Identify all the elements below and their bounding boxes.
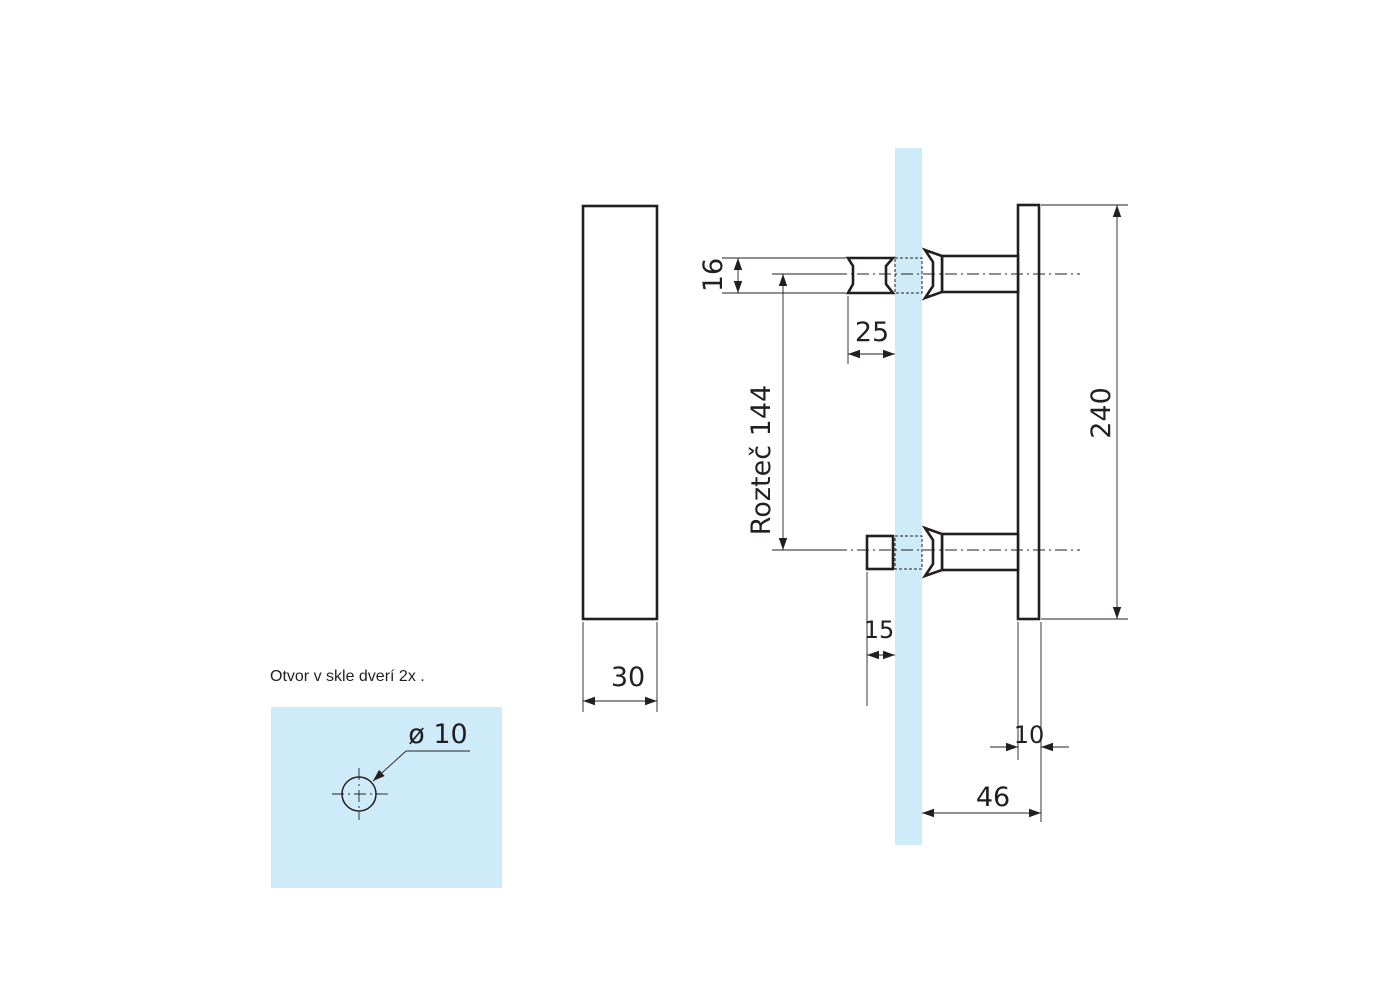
glass-detail-panel <box>271 707 502 888</box>
hole-detail <box>332 750 470 820</box>
handle-front-view <box>581 204 659 712</box>
dim-spacing-lines <box>772 273 836 551</box>
dim-spacing: Rozteč 144 <box>746 385 777 535</box>
dim-plate-thickness: 10 <box>1014 721 1045 749</box>
hole-diameter-label: ø 10 <box>408 719 467 750</box>
dim-stud-length-lines <box>847 296 895 364</box>
hole-caption: Otvor v skle dverí 2x . <box>270 668 425 685</box>
dim-cap-length-lines <box>866 572 895 706</box>
dim-projection: 46 <box>976 782 1010 813</box>
dim-stud-diameter: 16 <box>698 258 729 292</box>
dim-bar-length: 240 <box>1086 387 1117 439</box>
glass-door <box>895 148 922 845</box>
dim-plate-thickness-lines <box>990 622 1069 822</box>
dim-cap-length: 15 <box>864 616 895 644</box>
dim-handle-width: 30 <box>611 662 645 693</box>
dim-stud-diameter-lines <box>722 257 846 294</box>
handle-side-view <box>835 203 1080 621</box>
dim-bar-length-lines <box>1041 204 1128 620</box>
dim-stud-length: 25 <box>855 317 889 348</box>
